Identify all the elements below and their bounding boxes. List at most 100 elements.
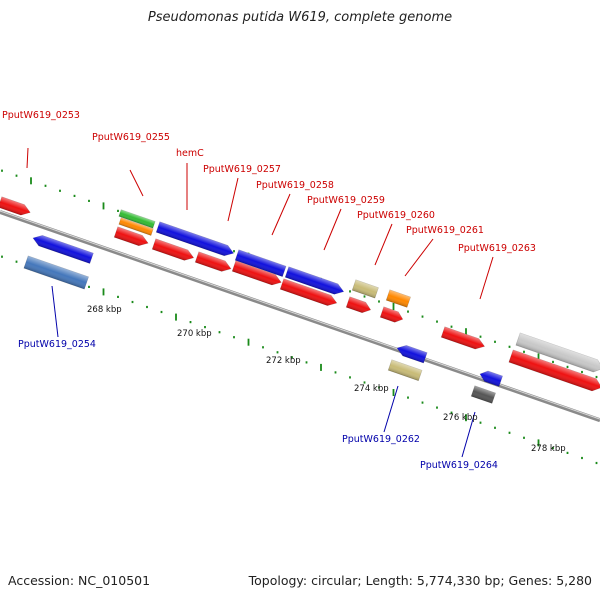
minor-tick-mark — [595, 461, 598, 465]
gene-label-reverse: PputW619_0264 — [420, 460, 498, 471]
minor-tick-mark — [494, 426, 496, 429]
minor-tick-mark — [407, 310, 409, 313]
major-tick-mark — [30, 177, 32, 185]
gene-arrow — [345, 296, 372, 314]
minor-tick-mark — [117, 295, 119, 298]
gene-arrow — [118, 209, 156, 229]
label-leader-line — [129, 169, 144, 197]
minor-tick-mark — [146, 305, 148, 309]
gene-arrow — [515, 332, 600, 373]
minor-tick-mark — [523, 350, 525, 353]
gene-arrow — [470, 385, 496, 404]
minor-tick-mark — [581, 370, 583, 374]
gene-arrow — [32, 235, 94, 264]
backbone-highlight — [0, 210, 600, 420]
minor-tick-mark — [1, 255, 3, 258]
gene-arrow-shading — [118, 217, 154, 236]
gene-arrow — [508, 349, 600, 392]
gene-label-forward: PputW619_0259 — [307, 195, 385, 206]
gene-label-forward: PputW619_0255 — [92, 132, 170, 143]
label-leader-line — [479, 256, 494, 300]
label-leader-line — [26, 147, 29, 169]
gene-features — [0, 196, 600, 404]
minor-tick-mark — [494, 340, 496, 343]
major-tick-mark — [392, 303, 395, 310]
gene-arrow-shading — [346, 296, 371, 313]
gene-arrow — [113, 226, 149, 247]
major-tick-mark — [102, 202, 105, 210]
gene-arrow-shading — [280, 278, 337, 306]
minor-tick-mark — [363, 381, 366, 384]
gene-arrow — [155, 221, 235, 257]
minor-tick-mark — [218, 331, 221, 334]
minor-tick-mark — [160, 310, 163, 314]
gene-arrow-shading — [114, 226, 149, 246]
gene-arrow — [231, 260, 282, 286]
gene-arrow — [279, 278, 338, 306]
minor-tick-mark — [15, 174, 18, 177]
gene-arrow-shading — [23, 255, 89, 290]
gene-arrow-shading — [397, 345, 428, 364]
label-leaders — [26, 147, 494, 458]
minor-tick-mark — [88, 285, 90, 288]
gene-label-forward: PputW619_0258 — [256, 180, 334, 191]
minor-tick-mark — [552, 446, 554, 449]
minor-tick-mark — [117, 209, 119, 212]
gene-arrow — [396, 345, 428, 364]
gene-arrow-shading — [156, 221, 234, 256]
minor-tick-mark — [566, 451, 569, 454]
minor-tick-mark — [450, 411, 453, 414]
label-leader-line — [404, 238, 434, 277]
gene-arrow-shading — [152, 238, 194, 261]
minor-tick-mark — [566, 365, 569, 368]
gene-arrow-shading — [118, 209, 156, 229]
major-tick-mark — [102, 288, 105, 296]
gene-arrow — [0, 196, 31, 216]
major-tick-mark — [247, 338, 250, 346]
gene-arrow-shading — [515, 332, 600, 373]
gene-arrow — [234, 249, 287, 277]
minor-tick-mark — [450, 325, 453, 328]
gene-arrow — [284, 266, 345, 295]
minor-tick-mark — [378, 386, 380, 389]
minor-tick-mark — [276, 351, 279, 354]
minor-tick-mark — [421, 315, 424, 318]
minor-tick-mark — [233, 250, 235, 253]
gene-label-forward: PputW619_0261 — [406, 225, 484, 236]
minor-tick-mark — [581, 456, 583, 460]
minor-tick-mark — [508, 345, 511, 348]
gene-arrow-shading — [441, 326, 485, 349]
gene-arrow-shading — [232, 260, 282, 285]
minor-tick-mark — [436, 406, 438, 409]
gene-label-forward: PputW619_0257 — [203, 164, 281, 175]
minor-tick-mark — [204, 326, 206, 329]
gene-arrow — [23, 255, 89, 290]
gene-label-forward: PputW619_0260 — [357, 210, 435, 221]
kbp-scale-label: 268 kbp — [87, 305, 122, 315]
minor-tick-mark — [262, 346, 264, 349]
kbp-scale-label: 276 kbp — [443, 413, 478, 423]
minor-tick-mark — [305, 361, 308, 364]
gene-arrow — [479, 370, 503, 387]
major-tick-mark — [392, 389, 395, 396]
gene-arrow-shading — [386, 289, 411, 308]
gene-label-forward: PputW619_0263 — [458, 243, 536, 254]
major-tick-mark — [465, 414, 467, 422]
minor-tick-mark — [595, 375, 598, 379]
minor-tick-mark — [523, 436, 525, 439]
genome-backbone — [0, 210, 600, 423]
gene-arrow-shading — [235, 249, 287, 277]
kbp-scale-label: 274 kbp — [354, 384, 389, 394]
major-tick-mark — [320, 363, 322, 371]
gene-arrow-shading — [0, 196, 31, 216]
label-leader-line — [271, 193, 291, 236]
major-tick-mark — [175, 313, 177, 321]
minor-tick-mark — [131, 300, 134, 304]
gene-arrow — [440, 326, 486, 350]
major-tick-mark — [537, 353, 540, 361]
minor-tick-mark — [73, 194, 76, 197]
gene-label-reverse: PputW619_0254 — [18, 339, 96, 350]
minor-tick-mark — [552, 360, 554, 363]
